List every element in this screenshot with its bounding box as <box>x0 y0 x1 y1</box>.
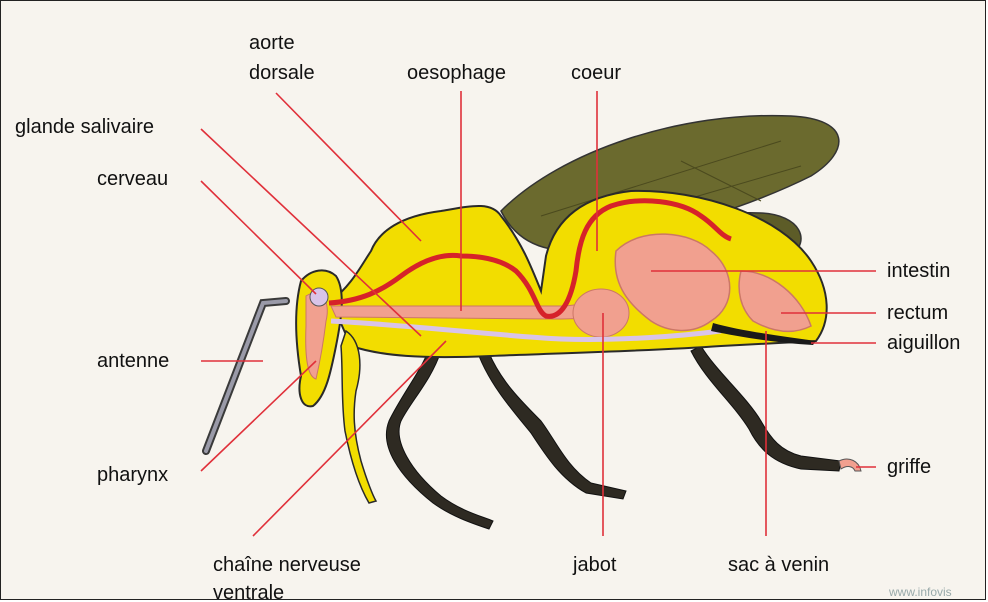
label-sac-a-venin: sac à venin <box>728 553 829 577</box>
label-coeur: coeur <box>571 61 621 85</box>
label-chaine-line2: ventrale <box>213 581 284 600</box>
label-aorte-line2: dorsale <box>249 61 315 85</box>
label-jabot: jabot <box>573 553 616 577</box>
leader-cerveau <box>201 181 316 294</box>
legs <box>386 346 861 529</box>
label-cerveau: cerveau <box>97 167 168 191</box>
label-glande-salivaire: glande salivaire <box>15 115 154 139</box>
label-pharynx: pharynx <box>97 463 168 487</box>
label-intestin: intestin <box>887 259 950 283</box>
label-chaine-line1: chaîne nerveuse <box>213 553 361 577</box>
claw <box>839 459 861 471</box>
label-aorte-line1: aorte <box>249 31 295 55</box>
label-griffe: griffe <box>887 455 931 479</box>
leg-middle <box>479 353 626 499</box>
leader-aorte <box>276 93 421 241</box>
leg-front <box>386 349 493 529</box>
label-rectum: rectum <box>887 301 948 325</box>
label-oesophage: oesophage <box>407 61 506 85</box>
label-aiguillon: aiguillon <box>887 331 960 355</box>
watermark: www.infovis <box>889 585 952 599</box>
crop-organ <box>573 289 629 337</box>
label-antenne: antenne <box>97 349 169 373</box>
